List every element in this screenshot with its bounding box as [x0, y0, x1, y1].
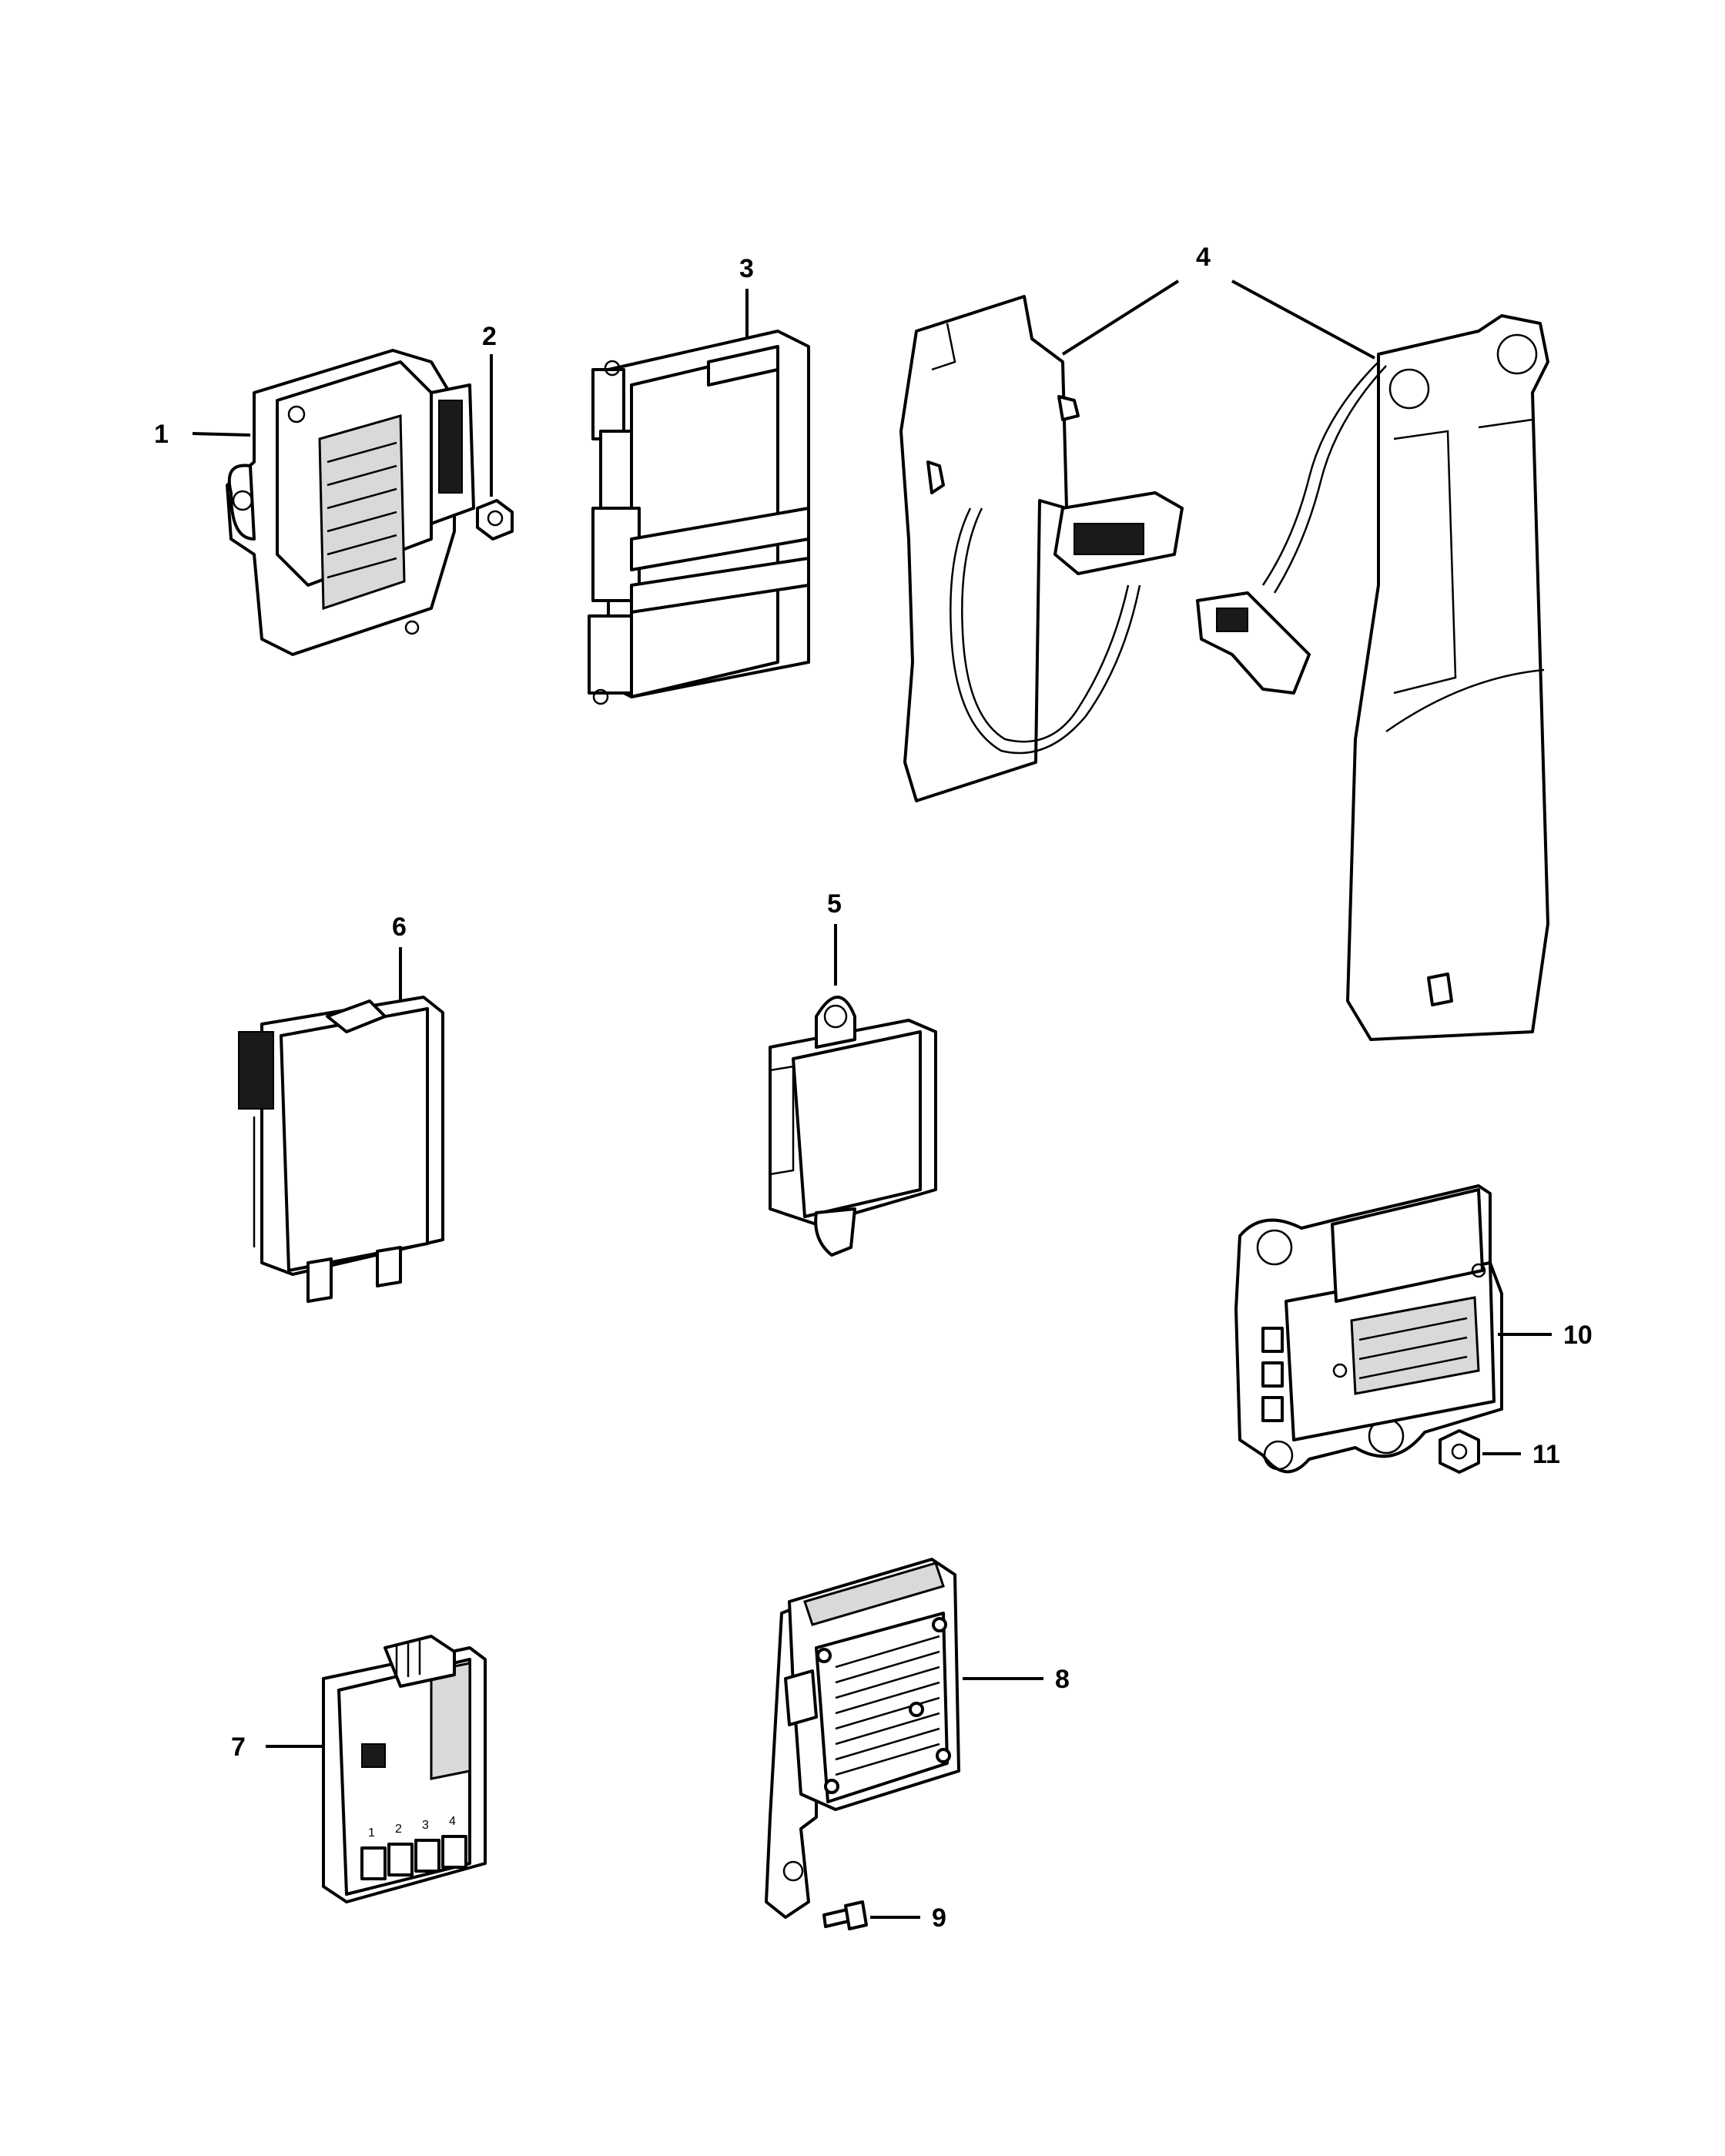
callout-4-leader-right: [1231, 280, 1375, 360]
callout-4: 4: [1196, 243, 1211, 272]
part-3-control-module[interactable]: [588, 330, 810, 705]
callout-6: 6: [392, 912, 407, 942]
callout-11: 11: [1532, 1440, 1560, 1469]
pin-label-1: 1: [368, 1826, 375, 1840]
callout-7: 7: [231, 1732, 246, 1762]
part-7-control-module[interactable]: 1 2 3 4: [322, 1635, 487, 1903]
part-6-control-module[interactable]: [238, 996, 444, 1303]
part-5-control-module[interactable]: [769, 996, 937, 1257]
callout-5: 5: [827, 889, 842, 919]
pin-label-2: 2: [395, 1823, 402, 1836]
callout-2: 2: [482, 322, 497, 351]
callout-3: 3: [739, 254, 754, 283]
pin-label-3: 3: [422, 1819, 429, 1832]
callout-9: 9: [932, 1903, 946, 1933]
pin-label-4: 4: [449, 1815, 456, 1828]
part-8-heatsink-fins: [835, 1635, 940, 1776]
callout-1-leader: [192, 432, 251, 437]
part-1-label-lines: [327, 441, 397, 579]
part-11-nut[interactable]: [1439, 1429, 1480, 1474]
part-10-control-module[interactable]: [1234, 1184, 1503, 1474]
callout-8: 8: [1055, 1665, 1070, 1694]
part-8-control-module[interactable]: [765, 1558, 960, 1919]
part-1-control-module[interactable]: [226, 349, 475, 656]
part-2-nut[interactable]: [476, 499, 514, 541]
part-4-bracket-right[interactable]: [1196, 314, 1549, 1041]
callout-10: 10: [1563, 1321, 1593, 1350]
part-9-bolt[interactable]: [822, 1900, 868, 1930]
callout-4-leader-left: [1061, 280, 1180, 356]
part-7-connector-row: [360, 1835, 467, 1880]
callout-1: 1: [154, 420, 169, 449]
part-4-bracket-left[interactable]: [899, 295, 1184, 802]
